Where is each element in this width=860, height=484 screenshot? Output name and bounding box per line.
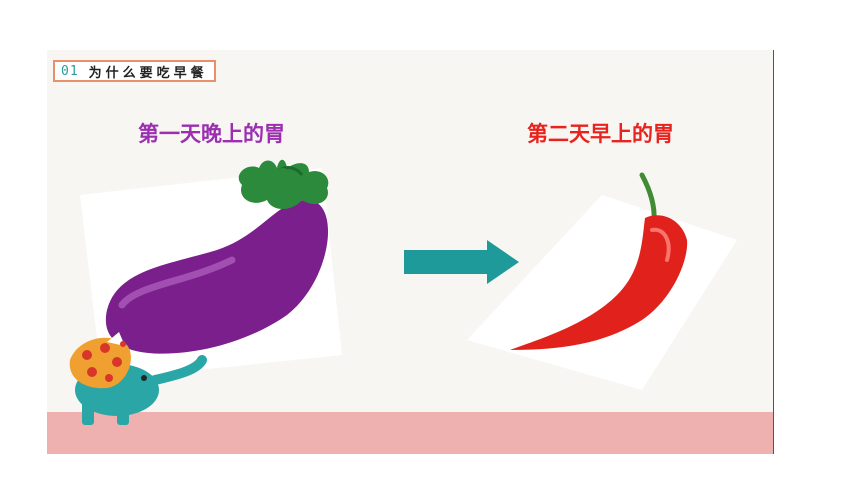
footer-band [47,412,774,454]
left-label: 第一天晚上的胃 [138,122,285,146]
eggplant-image [80,159,342,380]
slide: 01 为什么要吃早餐 第一天晚上的胃 第二天早上的胃 [47,50,774,454]
slide-border-right [773,50,774,454]
section-title: 为什么要吃早餐 [88,65,208,81]
section-tag: 01 为什么要吃早餐 [53,60,216,82]
chili-pepper-image [467,172,737,390]
elephant-mascot-icon [69,332,207,425]
section-number: 01 [61,63,79,79]
right-label: 第二天早上的胃 [527,122,674,146]
arrow-right-icon [404,240,519,284]
slide-artwork [47,159,774,454]
